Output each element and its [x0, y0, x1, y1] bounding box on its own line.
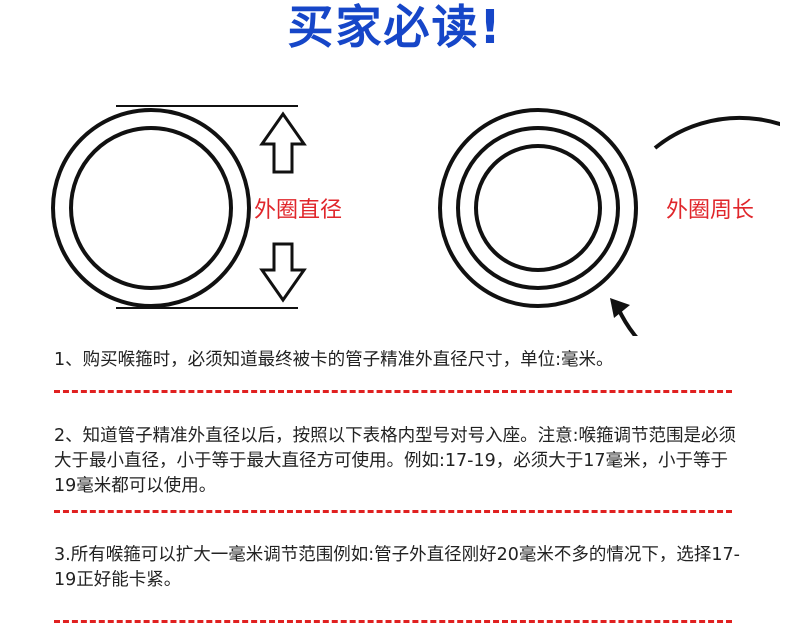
arrow-head-icon — [610, 298, 630, 318]
divider-1 — [54, 390, 732, 393]
note-1: 1、购买喉箍时，必须知道最终被卡的管子精准外直径尺寸，单位:毫米。 — [54, 350, 614, 370]
divider-3 — [54, 620, 732, 623]
arrow-up-icon — [259, 111, 307, 174]
outer-circumference-label: 外圈周长 — [666, 198, 755, 223]
right-ring — [438, 108, 638, 308]
divider-2 — [54, 510, 732, 513]
page-title: 买家必读! — [287, 0, 503, 54]
note-3: 3.所有喉箍可以扩大一毫米调节范围例如:管子外直径刚好20毫米不多的情况下，选择… — [54, 545, 740, 590]
outer-diameter-label: 外圈直径 — [254, 198, 343, 223]
note-2: 2、知道管子精准外直径以后，按照以下表格内型号对号入座。注意:喉箍调节范围是必须… — [54, 426, 737, 496]
circumference-arc — [616, 115, 790, 388]
left-ring — [51, 108, 251, 308]
size-diagram: 外圈直径 外圈周长 — [40, 86, 790, 388]
arrow-down-icon — [259, 242, 307, 303]
